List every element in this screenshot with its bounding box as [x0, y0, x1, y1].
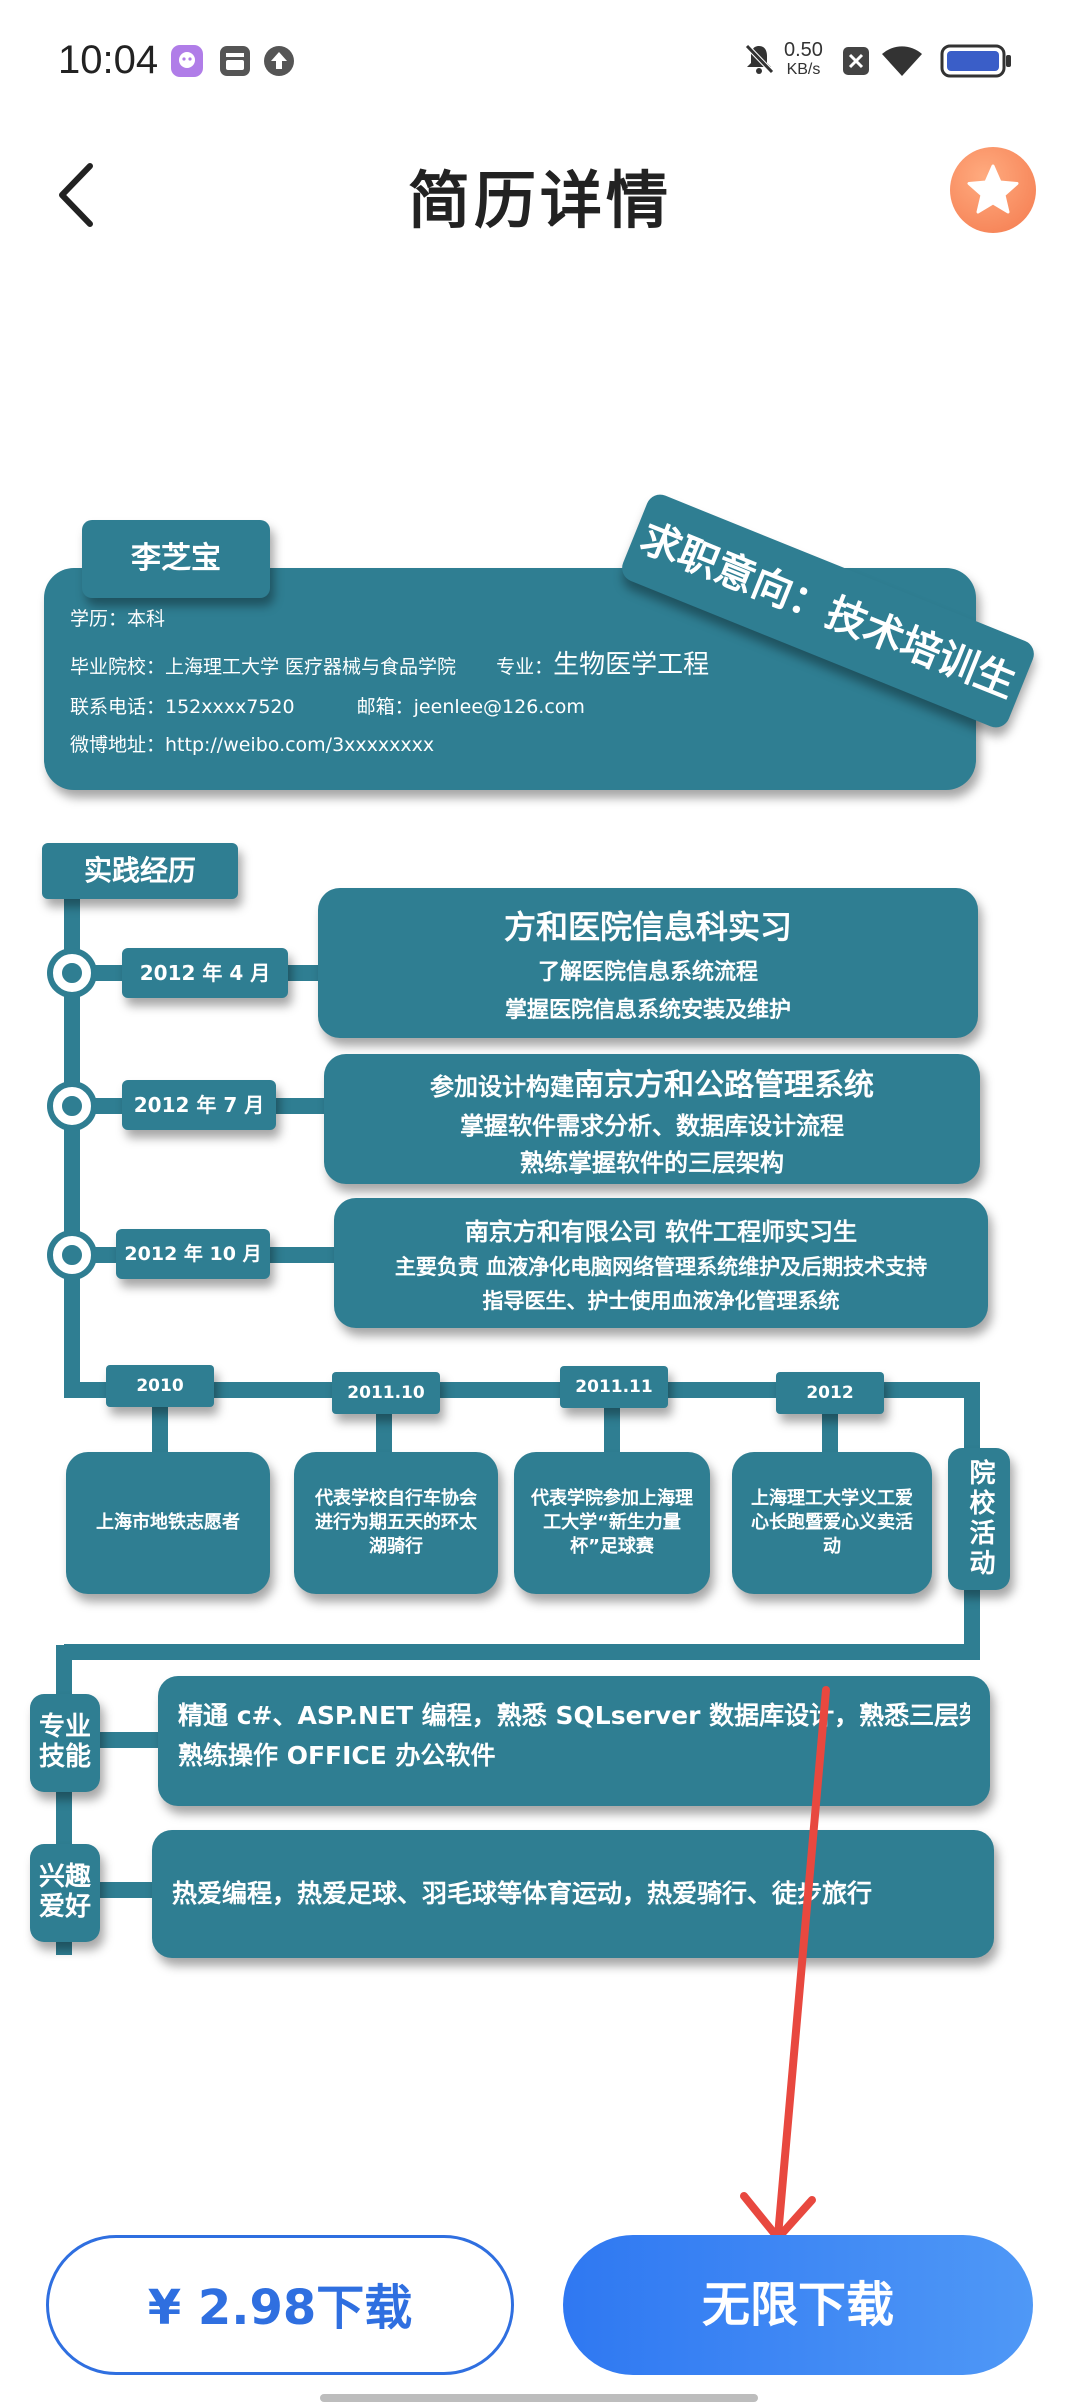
activity-card: 上海市地铁志愿者	[66, 1452, 270, 1594]
favorite-button[interactable]	[950, 147, 1036, 233]
experience-date: 2012 年 7 月	[122, 1080, 276, 1130]
email-text: 邮箱：jeenlee@126.com	[356, 696, 585, 718]
experience-date: 2012 年 10 月	[116, 1229, 270, 1279]
education-line: 学历：本科	[70, 608, 166, 630]
experience-title-line: 参加设计构建南京方和公路管理系统	[430, 1060, 874, 1104]
experience-detail: 掌握软件需求分析、数据库设计流程	[460, 1112, 844, 1140]
timeline-node	[53, 954, 91, 992]
school-line: 毕业院校：上海理工大学 医疗器械与食品学院 专业：生物医学工程	[70, 644, 709, 681]
activity-card: 上海理工大学义工爱心长跑暨爱心义卖活动	[732, 1452, 932, 1594]
experience-card: 参加设计构建南京方和公路管理系统 掌握软件需求分析、数据库设计流程 熟练掌握软件…	[324, 1054, 980, 1184]
experience-title-prefix: 参加设计构建	[430, 1073, 574, 1101]
sim-off-icon	[843, 47, 869, 75]
net-speed: 0.50 KB/s	[784, 40, 823, 80]
practice-title: 实践经历	[42, 843, 238, 899]
activity-card: 代表学院参加上海理工大学“新生力量杯”足球赛	[514, 1452, 710, 1594]
major-label: 专业：	[496, 656, 554, 678]
star-icon	[967, 164, 1019, 214]
experience-detail: 熟练掌握软件的三层架构	[520, 1149, 784, 1177]
experience-card: 南京方和有限公司 软件工程师实习生 主要负责 血液净化电脑网络管理系统维护及后期…	[334, 1198, 988, 1328]
inbox-icon	[220, 46, 250, 76]
battery-icon	[940, 44, 1011, 78]
net-speed-value: 0.50	[784, 39, 823, 61]
wifi-icon	[882, 46, 922, 76]
upload-icon	[264, 46, 294, 76]
name-tag: 李芝宝	[82, 520, 270, 598]
page-title: 简历详情	[407, 164, 672, 237]
experience-detail: 了解医院信息系统流程	[537, 960, 758, 985]
skills-title: 专业技能	[30, 1694, 100, 1792]
home-indicator[interactable]	[320, 2394, 758, 2402]
hobbies-card: 热爱编程，热爱足球、羽毛球等体育运动，热爱骑行、徒步旅行	[152, 1830, 994, 1958]
experience-card: 方和医院信息科实习 了解医院信息系统流程 掌握医院信息系统安装及维护	[318, 888, 978, 1038]
school-text: 毕业院校：上海理工大学 医疗器械与食品学院	[70, 656, 457, 678]
unlimited-download-button[interactable]: 无限下载	[563, 2235, 1033, 2375]
hobbies-title-text: 兴趣爱好	[38, 1862, 91, 1922]
status-time: 10:04	[58, 38, 159, 82]
skills-title-text: 专业技能	[38, 1712, 91, 1772]
experience-title: 方和医院信息科实习	[503, 908, 792, 946]
activities-title: 院校活动	[948, 1448, 1010, 1590]
activity-card: 代表学校自行车协会进行为期五天的环太湖骑行	[294, 1452, 498, 1594]
experience-title: 南京方和公路管理系统	[574, 1068, 874, 1103]
status-bar: 10:04 0.50 KB/s	[0, 0, 1080, 120]
hobbies-title: 兴趣爱好	[30, 1844, 100, 1942]
phone-text: 联系电话：152xxxx7520	[70, 696, 295, 718]
net-speed-unit: KB/s	[786, 61, 821, 78]
mute-icon	[745, 44, 774, 74]
major-value: 生物医学工程	[553, 650, 710, 680]
timeline-node	[53, 1087, 91, 1125]
experience-title: 南京方和有限公司 软件工程师实习生	[464, 1217, 858, 1246]
timeline-node	[53, 1236, 91, 1274]
app-notification-icon	[171, 45, 203, 77]
activity-year: 2011.10	[332, 1372, 440, 1414]
activity-year: 2012	[776, 1372, 884, 1414]
experience-detail: 掌握医院信息系统安装及维护	[504, 998, 791, 1023]
skills-line: 精通 c#、ASP.NET 编程，熟悉 SQLserver 数据库设计，熟悉三层…	[178, 1701, 970, 1730]
contact-line: 联系电话：152xxxx7520 邮箱：jeenlee@126.com	[70, 692, 585, 719]
price-download-button[interactable]: ¥ 2.98下载	[46, 2235, 514, 2375]
weibo-line: 微博地址：http://weibo.com/3xxxxxxxx	[70, 734, 435, 756]
skills-card: 精通 c#、ASP.NET 编程，熟悉 SQLserver 数据库设计，熟悉三层…	[158, 1676, 990, 1806]
chevron-left-icon[interactable]	[52, 160, 102, 230]
experience-detail: 主要负责 血液净化电脑网络管理系统维护及后期技术支持	[394, 1254, 928, 1279]
activity-year: 2010	[106, 1365, 214, 1407]
experience-date: 2012 年 4 月	[122, 948, 288, 998]
experience-detail: 指导医生、护士使用血液净化管理系统	[482, 1288, 840, 1313]
skills-line: 熟练操作 OFFICE 办公软件	[178, 1741, 496, 1770]
activity-year: 2011.11	[560, 1366, 668, 1408]
